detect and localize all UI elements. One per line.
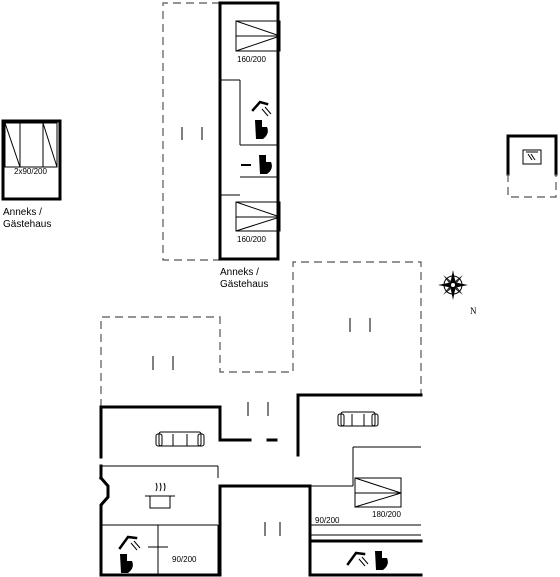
annex-caption-line1: Anneks / <box>3 207 42 218</box>
center-caption-line1: Anneks / <box>220 267 259 278</box>
shower-top-icon <box>251 100 272 117</box>
shower-icon <box>526 151 538 161</box>
annex-left: 2x90/200 <box>1 119 62 201</box>
annex-bed-label: 2x90/200 <box>14 167 47 176</box>
shower-bottom-left-icon <box>118 535 141 551</box>
shed-right <box>506 134 558 198</box>
main-house <box>98 393 423 577</box>
toilet-bottom-right-icon <box>375 551 388 570</box>
center-caption-line2: Gästehaus <box>220 279 268 290</box>
toilet-bottom-left-icon <box>120 554 133 573</box>
annex-caption-line2: Gästehaus <box>3 219 51 230</box>
bed-double-right-label: 180/200 <box>372 510 401 519</box>
bed-top-icon <box>235 20 281 52</box>
compass-north-label: N <box>470 306 477 316</box>
bed-middle-label: 160/200 <box>237 235 266 244</box>
toilet-top-icon <box>255 120 268 139</box>
annex-center: 160/200 160/200 <box>162 1 281 261</box>
terraces <box>100 261 422 416</box>
bed-double-right-icon <box>354 477 402 508</box>
bed-single-right-label: 90/200 <box>315 516 340 525</box>
bed-middle-icon <box>235 201 281 232</box>
sofa-left-icon <box>155 431 205 447</box>
toilet-mid-icon <box>241 155 272 174</box>
bed-icon <box>4 122 58 168</box>
sofa-right-icon <box>337 411 379 427</box>
compass-icon <box>438 270 468 300</box>
shower-bottom-right-icon <box>346 551 369 567</box>
bed-top-label: 160/200 <box>237 55 266 64</box>
bed-single-left-label: 90/200 <box>172 555 197 564</box>
cooking-pot-icon <box>145 482 175 509</box>
